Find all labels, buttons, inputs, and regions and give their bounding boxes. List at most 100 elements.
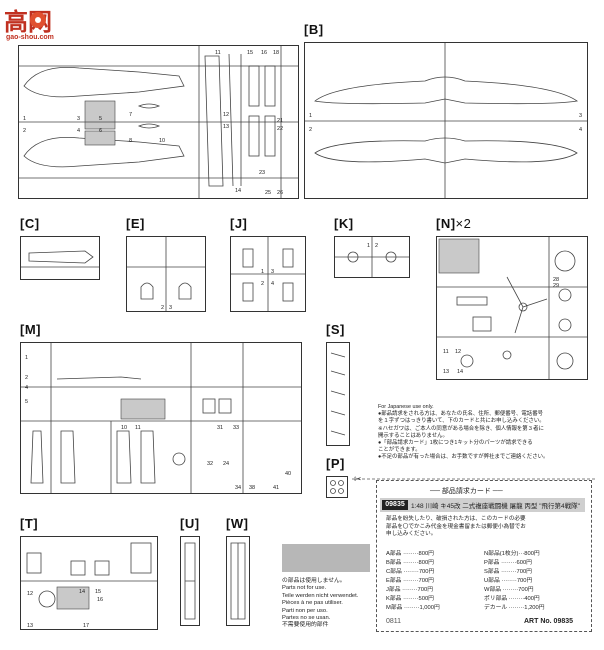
svg-text:40: 40 — [285, 471, 291, 477]
sprue-p-label: [P] — [326, 456, 345, 471]
svg-text:34: 34 — [235, 485, 241, 491]
svg-text:11: 11 — [215, 50, 221, 56]
svg-text:12: 12 — [223, 112, 229, 118]
sprue-t-frame: 12 14 15 16 13 17 — [20, 536, 158, 630]
sprue-b-label: [B] — [304, 22, 324, 37]
svg-text:13: 13 — [223, 124, 229, 130]
scissors-icon: ✂ — [354, 474, 362, 484]
svg-text:14: 14 — [457, 369, 463, 375]
svg-text:14: 14 — [235, 188, 241, 194]
sprue-p-frame — [326, 476, 348, 498]
svg-text:10: 10 — [159, 138, 165, 144]
svg-text:2: 2 — [309, 127, 312, 133]
svg-text:18: 18 — [273, 50, 279, 56]
svg-text:16: 16 — [97, 597, 103, 603]
svg-text:1: 1 — [261, 269, 264, 275]
svg-text:8: 8 — [129, 138, 132, 144]
svg-text:31: 31 — [217, 425, 223, 431]
svg-text:33: 33 — [233, 425, 239, 431]
sprue-k-label: [K] — [334, 216, 354, 231]
sprue-u-frame — [180, 536, 200, 626]
svg-text:3: 3 — [271, 269, 274, 275]
price-row: K部品 ········500円ポリ部品 ········400円 — [386, 596, 540, 602]
sprue-c-label: [C] — [20, 216, 40, 231]
unused-parts-notice: の部品は使用しません。 Parts not for use. Teile wer… — [282, 578, 359, 629]
svg-text:13: 13 — [443, 369, 449, 375]
svg-text:29: 29 — [553, 283, 559, 289]
svg-text:11: 11 — [443, 349, 449, 355]
card-header: ── 部品請求カード ── — [430, 488, 503, 495]
sprue-s-label: [S] — [326, 322, 345, 337]
sprue-t-label: [T] — [20, 516, 39, 531]
svg-text:2: 2 — [261, 281, 264, 287]
svg-text:12: 12 — [27, 591, 33, 597]
sprue-u-label: [U] — [180, 516, 200, 531]
svg-text:26: 26 — [277, 190, 283, 196]
notice-title: For Japanese use only. — [378, 404, 434, 410]
svg-text:2: 2 — [25, 375, 28, 381]
sprue-n-label: [N]×2 — [436, 216, 472, 231]
svg-text:2: 2 — [375, 243, 378, 249]
card-product-title: 1:48 川崎 キ45改 二式複座戦闘機 屠龍 丙型 "飛行第4戦隊" — [411, 503, 580, 510]
svg-text:12: 12 — [455, 349, 461, 355]
svg-text:4: 4 — [271, 281, 274, 287]
sprue-c-frame — [20, 236, 100, 280]
japanese-use-notice: For Japanese use only. ●部品請求をされる方は、あなたの氏… — [378, 404, 578, 462]
svg-text:15: 15 — [247, 50, 253, 56]
svg-text:13: 13 — [27, 623, 33, 629]
sprue-j-frame: 1 3 2 4 — [230, 236, 306, 312]
svg-text:32: 32 — [207, 461, 213, 467]
watermark-logo: 高网 gao-shou.com — [2, 6, 72, 41]
svg-text:4: 4 — [579, 127, 582, 133]
svg-text:1: 1 — [25, 355, 28, 361]
svg-text:6: 6 — [99, 128, 102, 134]
svg-text:16: 16 — [261, 50, 267, 56]
card-batch-code: 0811 — [386, 618, 402, 625]
svg-text:2: 2 — [23, 128, 26, 134]
watermark-url: gao-shou.com — [6, 34, 54, 41]
svg-text:2: 2 — [161, 305, 164, 311]
svg-text:21: 21 — [277, 118, 283, 124]
svg-text:5: 5 — [25, 399, 28, 405]
svg-text:38: 38 — [249, 485, 255, 491]
sprue-w-label: [W] — [226, 516, 249, 531]
svg-text:4: 4 — [77, 128, 80, 134]
svg-text:10: 10 — [121, 425, 127, 431]
sprue-w-frame — [226, 536, 250, 626]
svg-text:1: 1 — [367, 243, 370, 249]
svg-text:3: 3 — [579, 113, 582, 119]
svg-text:24: 24 — [223, 461, 229, 467]
svg-text:7: 7 — [129, 112, 132, 118]
card-title-bar: 09835 1:48 川崎 キ45改 二式複座戦闘機 屠龍 丙型 "飛行第4戦隊… — [380, 498, 585, 512]
svg-text:3: 3 — [77, 116, 80, 122]
svg-text:25: 25 — [265, 190, 271, 196]
sprue-m-label: [M] — [20, 322, 41, 337]
svg-text:5: 5 — [99, 116, 102, 122]
cut-line: ✂ — [352, 474, 596, 484]
svg-text:14: 14 — [79, 589, 85, 595]
sprue-e-label: [E] — [126, 216, 145, 231]
svg-text:28: 28 — [553, 277, 559, 283]
card-product-code: 09835 — [382, 500, 408, 510]
price-row: M部品 ········1,000円デカール ········1,200円 — [386, 605, 545, 611]
svg-text:17: 17 — [83, 623, 89, 629]
unused-parts-swatch — [282, 544, 370, 572]
svg-text:15: 15 — [95, 589, 101, 595]
svg-text:23: 23 — [259, 170, 265, 176]
svg-text:4: 4 — [25, 385, 28, 391]
svg-text:3: 3 — [169, 305, 172, 311]
sprue-s-frame — [326, 342, 350, 446]
svg-text:41: 41 — [273, 485, 279, 491]
